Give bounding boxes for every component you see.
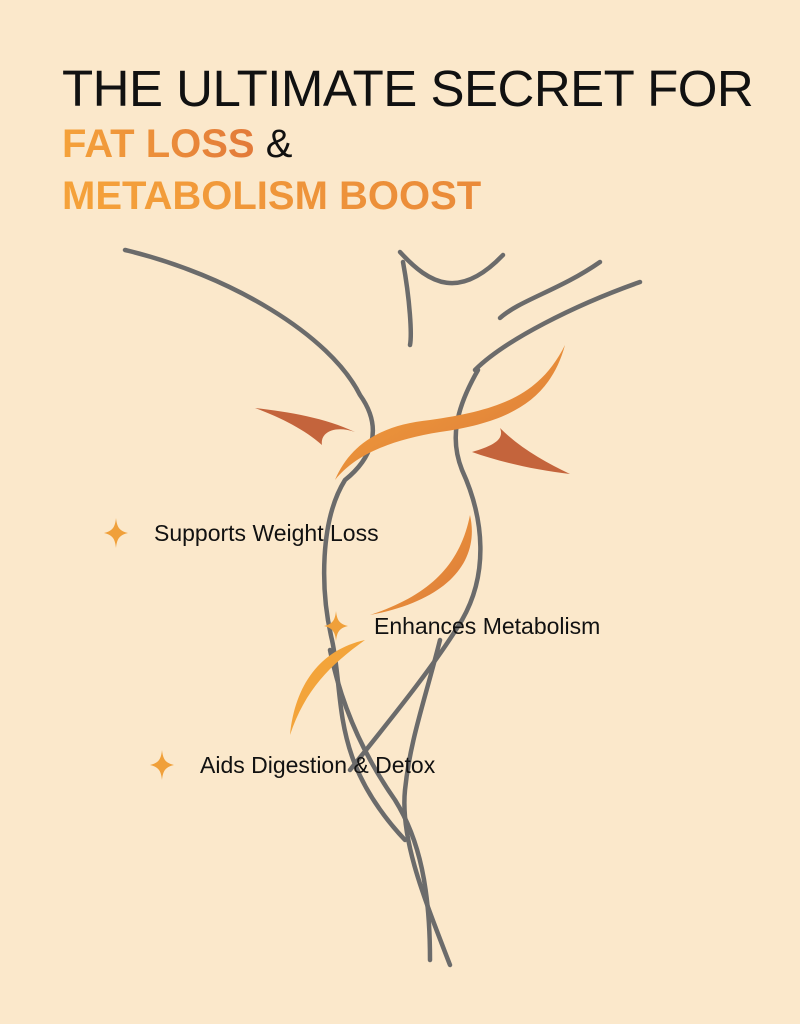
chest-outline	[400, 259, 413, 348]
left-leg-outline	[327, 647, 433, 963]
benefit-label: Enhances Metabolism	[374, 612, 601, 639]
right-torso-outline	[347, 367, 483, 773]
benefit-label: Supports Weight Loss	[154, 519, 379, 546]
headline: THE ULTIMATE SECRET FOR FAT LOSS & METAB…	[62, 60, 762, 222]
benefit-item-weight-loss: Supports Weight Loss	[104, 518, 379, 548]
right-arm-outline	[472, 279, 643, 373]
headline-metabolism-boost: METABOLISM BOOST	[62, 170, 762, 222]
waist-arrow-right	[472, 428, 570, 474]
benefit-item-metabolism: Enhances Metabolism	[324, 611, 600, 641]
headline-line-1: THE ULTIMATE SECRET FOR	[62, 60, 754, 117]
waist-arrow-left	[255, 408, 355, 445]
headline-ampersand: &	[254, 122, 293, 166]
ribbon-middle	[370, 515, 472, 615]
sparkle-icon	[150, 750, 174, 780]
right-shoulder-outline	[497, 259, 603, 321]
headline-line-2: FAT LOSS &	[62, 118, 762, 170]
sparkle-icon	[324, 611, 348, 641]
benefit-item-digestion: Aids Digestion & Detox	[150, 750, 435, 780]
sparkle-icon	[104, 518, 128, 548]
benefit-label: Aids Digestion & Detox	[200, 751, 436, 778]
ribbon-lower	[290, 640, 365, 735]
left-arm-outline	[122, 247, 408, 843]
neck-outline	[397, 249, 506, 286]
headline-fat-loss: FAT LOSS	[62, 122, 255, 166]
right-leg-outline	[402, 637, 453, 968]
